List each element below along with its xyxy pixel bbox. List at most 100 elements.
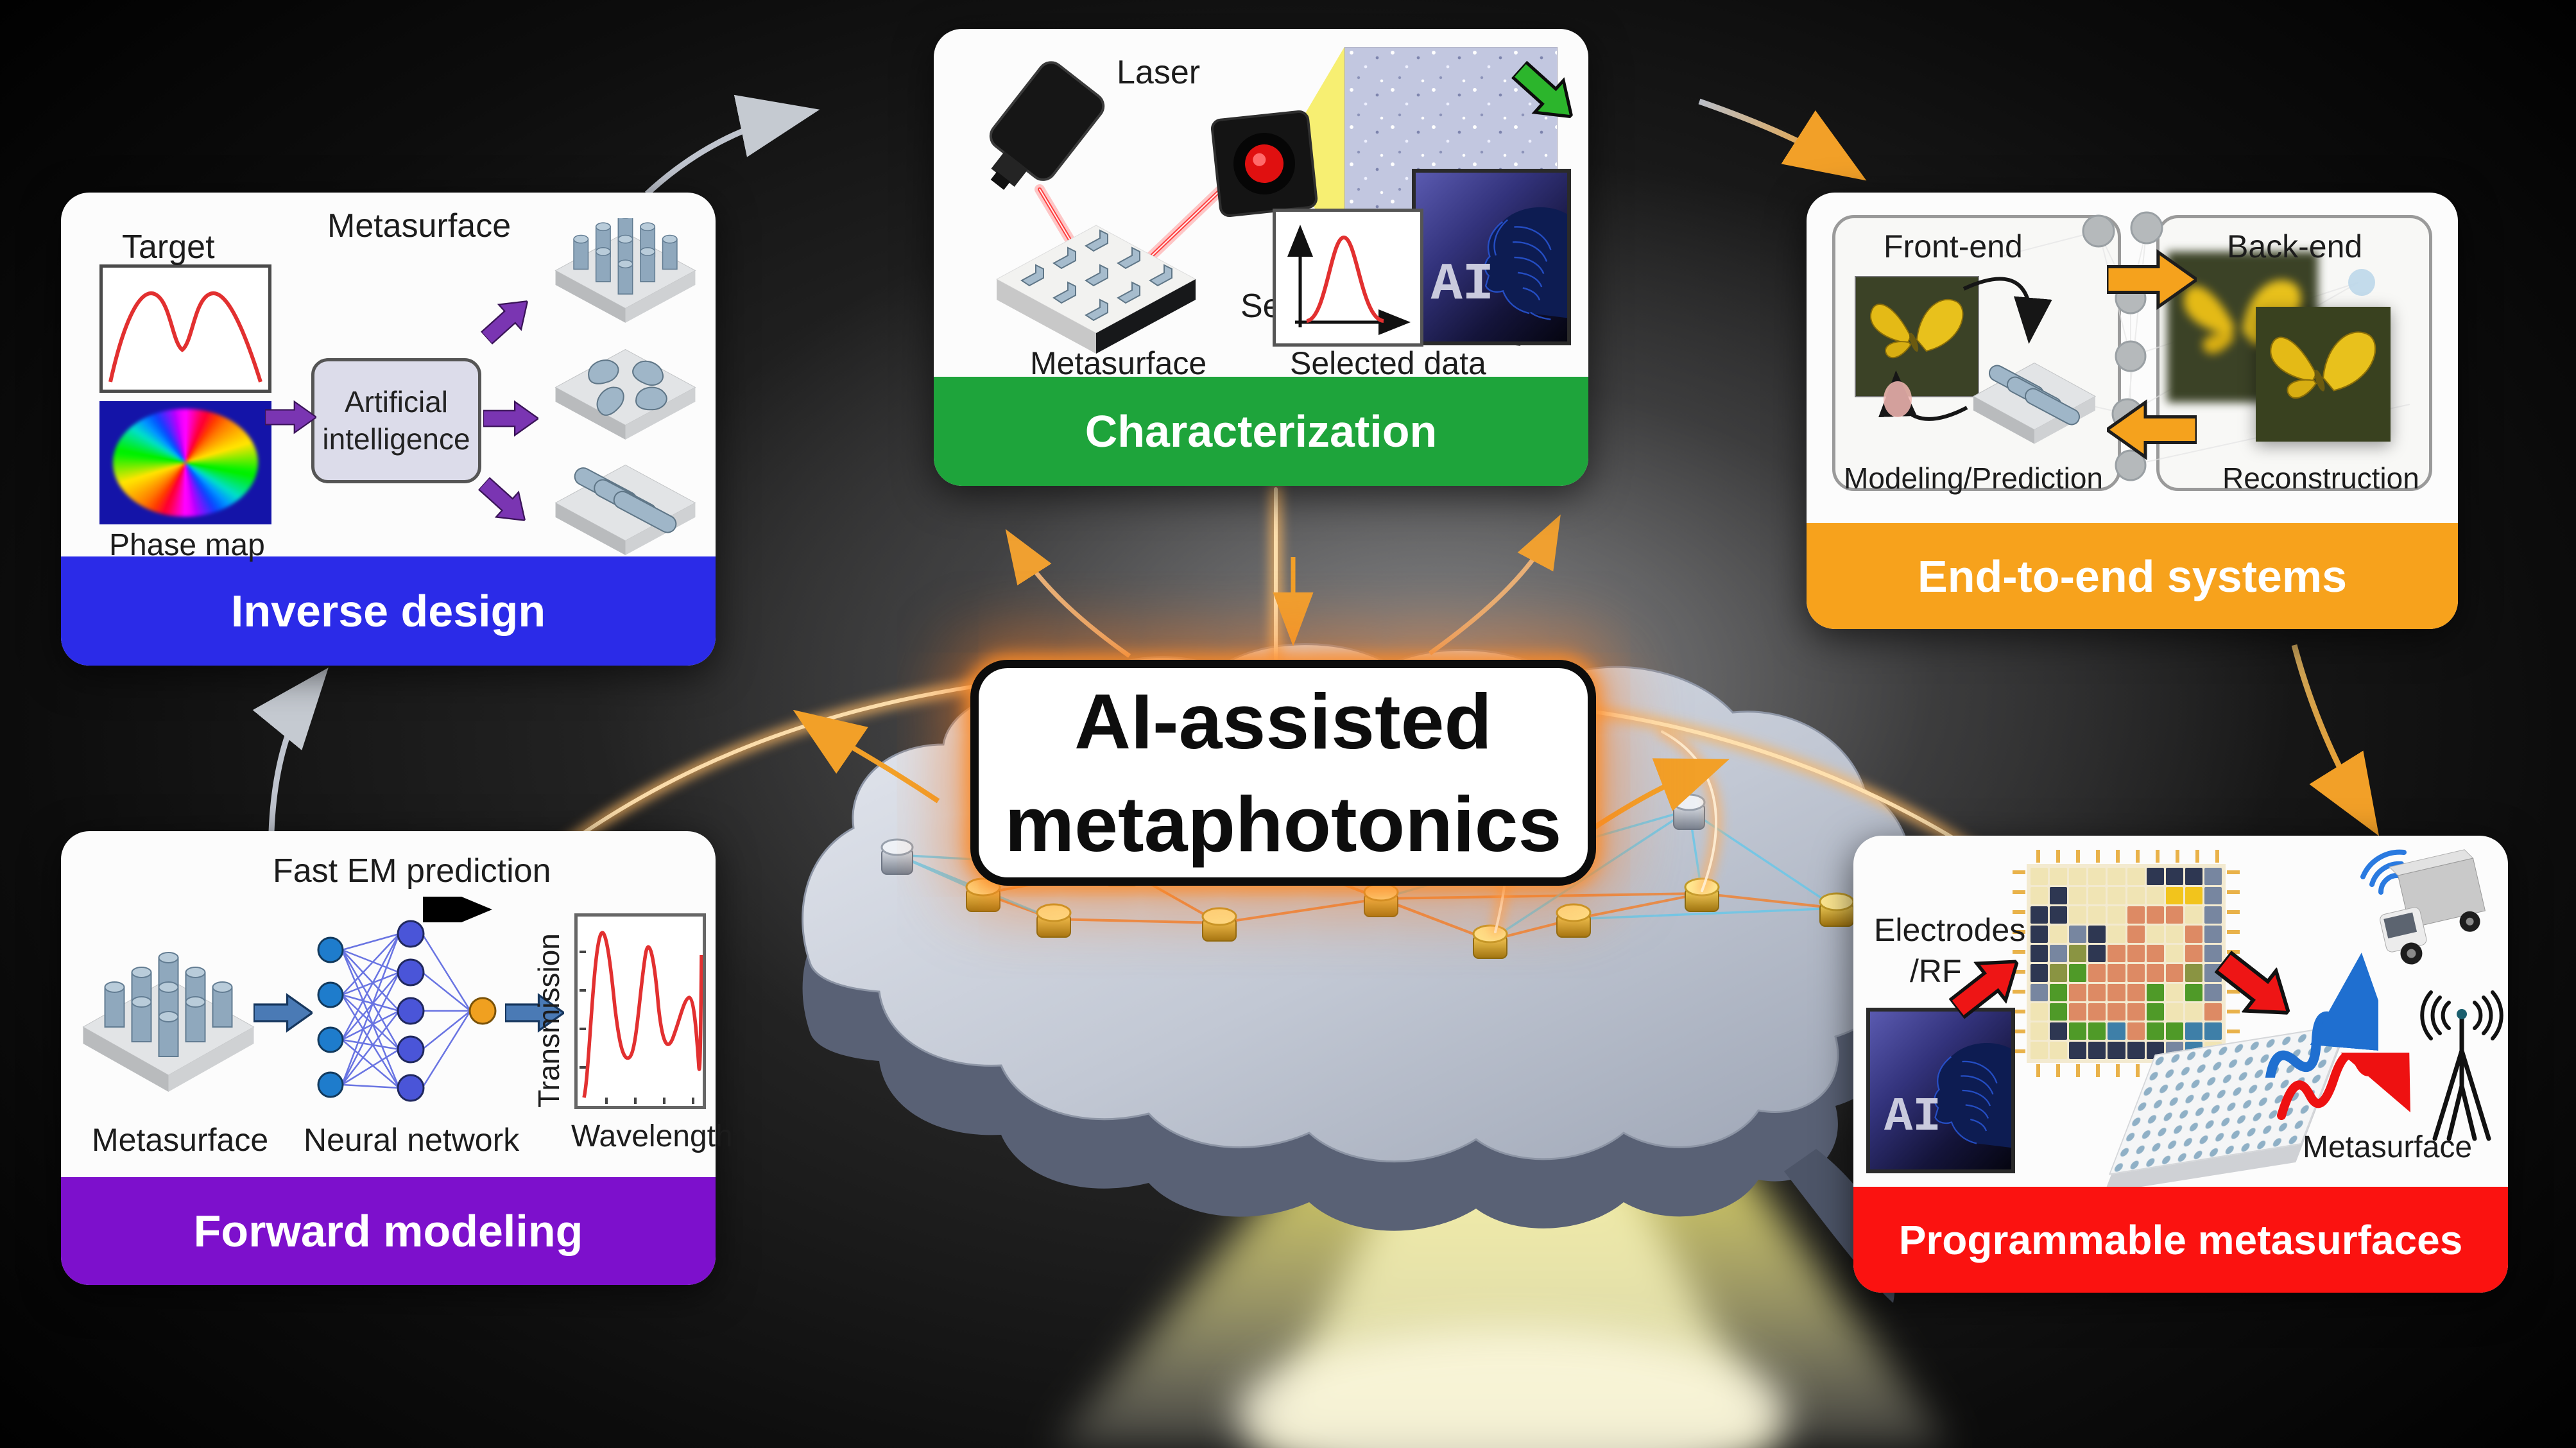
pixel-cell — [2165, 868, 2183, 886]
neural-network-icon — [317, 920, 497, 1102]
phase-map-label: Phase map — [109, 528, 265, 562]
pixel-cell — [2204, 945, 2222, 963]
pixel-cell — [2127, 1022, 2145, 1040]
center-title-line2: metaphotonics — [1004, 780, 1562, 868]
purple-arrow-icon — [480, 300, 529, 345]
arrow-characterization-to-endtoend — [1698, 98, 1867, 181]
pixel-cell — [2146, 926, 2164, 944]
pixel-cell — [2088, 906, 2106, 924]
pixel-cell — [2185, 945, 2202, 963]
pixel-cell — [2108, 1041, 2125, 1059]
arrow-endtoend-to-programmable — [2291, 644, 2380, 836]
pixel-cell — [2069, 983, 2087, 1001]
metasurface-freeform-icon — [554, 349, 696, 440]
pixel-cell — [2165, 887, 2183, 905]
sensor-icon — [1210, 110, 1318, 218]
pixel-cell — [2146, 945, 2164, 963]
pixel-cell — [2185, 887, 2202, 905]
characterization-banner: Characterization — [934, 377, 1588, 486]
ai-head-icon: AI — [1412, 169, 1571, 345]
banner-text: Forward modeling — [193, 1206, 583, 1256]
blue-arrow-icon — [505, 993, 564, 1033]
pixel-cell — [2127, 983, 2145, 1001]
pixel-cell — [2088, 887, 2106, 905]
metasurface-label: Metasurface — [92, 1122, 269, 1158]
pixel-cell — [2108, 964, 2125, 982]
pixel-cell — [2088, 868, 2106, 886]
pixel-cell — [2185, 964, 2202, 982]
metasurface-label: Metasurface — [327, 207, 511, 245]
pixel-cell — [2127, 1003, 2145, 1021]
pixel-cell — [2146, 1022, 2164, 1040]
blue-wave-arrow-icon — [2264, 952, 2378, 1078]
pixel-cell — [2088, 983, 2106, 1001]
pixel-cell — [2031, 887, 2048, 905]
electrodes-label: Electrodes — [1874, 912, 2026, 948]
red-wave-arrow-icon — [2277, 1053, 2410, 1120]
reconstructed-butterfly-image — [2256, 307, 2391, 442]
pixel-cell — [2031, 1022, 2048, 1040]
pixel-cell — [2165, 945, 2183, 963]
pixel-cell — [2088, 1022, 2106, 1040]
pixel-cell — [2165, 906, 2183, 924]
pixel-cell — [2031, 964, 2048, 982]
arrow-center-to-characterization-right — [1428, 514, 1561, 655]
pixel-cell — [2069, 887, 2087, 905]
pixel-cell — [2146, 887, 2164, 905]
center-title-box: AI-assisted metaphotonics — [970, 660, 1596, 886]
wavelength-axis-label: Wavelength — [571, 1119, 733, 1153]
panel-inverse-design: Target Metasurface Phase map Artificial … — [61, 193, 716, 666]
metasurface-label: Metasurface — [1030, 345, 1207, 381]
rf-label: /RF — [1910, 953, 1962, 989]
pixel-cell — [2031, 868, 2048, 886]
purple-arrow-icon — [477, 476, 526, 522]
pixel-cell — [2185, 926, 2202, 944]
pixel-art-grid — [2027, 864, 2226, 1063]
orange-block-arrow-left — [2107, 399, 2197, 460]
purple-arrow-icon — [265, 400, 316, 435]
pixel-cell — [2050, 1041, 2068, 1059]
ai-text: AI — [1430, 254, 1495, 315]
pixel-cell — [2127, 887, 2145, 905]
selected-data-label: Selected data — [1290, 345, 1486, 381]
pixel-cell — [2127, 926, 2145, 944]
pixel-cell — [2127, 906, 2145, 924]
selected-data-chart — [1273, 209, 1423, 347]
pixel-cell — [2185, 1003, 2202, 1021]
pixel-cell — [2165, 1003, 2183, 1021]
pixel-cell — [2088, 1041, 2106, 1059]
phase-map-image — [99, 401, 271, 524]
green-arrow-icon — [1510, 60, 1574, 119]
pixel-cell — [2088, 1003, 2106, 1021]
pixel-cell — [2069, 1022, 2087, 1040]
purple-arrow-icon — [483, 400, 538, 437]
banner-text: Characterization — [1085, 406, 1438, 456]
pixel-cell — [2165, 964, 2183, 982]
arrow-center-to-inverse — [793, 709, 940, 804]
pixel-cell — [2204, 887, 2222, 905]
end-to-end-banner: End-to-end systems — [1807, 523, 2458, 629]
metasurface-label: Metasurface — [2303, 1130, 2473, 1164]
target-response-chart — [99, 264, 271, 393]
metasurface-bars-icon — [1972, 362, 2097, 444]
pixel-cell — [2127, 945, 2145, 963]
pixel-cell — [2050, 945, 2068, 963]
pixel-cell — [2146, 1003, 2164, 1021]
pixel-cell — [2031, 906, 2048, 924]
pixel-cell — [2146, 964, 2164, 982]
transmission-axis-label: Transmission — [532, 933, 565, 1108]
orange-block-arrow-right — [2107, 249, 2197, 310]
pixel-cell — [2108, 906, 2125, 924]
metasurface-pillars-icon — [82, 952, 255, 1092]
pixel-cell — [2108, 926, 2125, 944]
red-arrow-icon — [1947, 960, 2020, 1021]
reconstruction-label: Reconstruction — [2222, 461, 2419, 495]
arrow-center-to-endtoend — [1582, 758, 1730, 837]
laser-label: Laser — [1117, 54, 1201, 91]
fast-em-label: Fast EM prediction — [273, 852, 551, 890]
truck-icon — [2360, 849, 2486, 965]
pixel-cell — [2185, 906, 2202, 924]
pixel-cell — [2185, 868, 2202, 886]
panel-forward-modeling: Fast EM prediction Metasurface — [61, 831, 733, 1285]
pixel-cell — [2031, 1003, 2048, 1021]
